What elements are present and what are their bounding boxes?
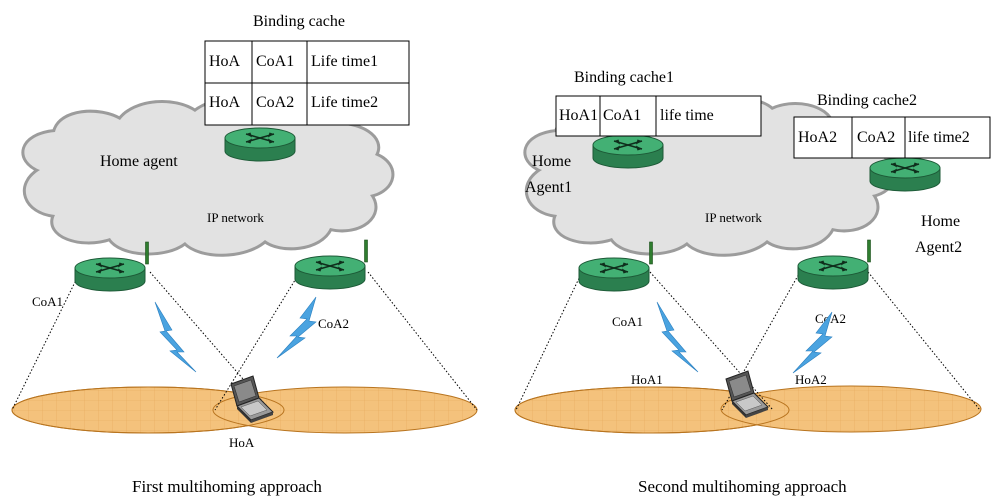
- table-cell: Life time2: [311, 94, 378, 111]
- antenna-icon: [364, 239, 368, 263]
- coverage-lines: [11, 271, 478, 411]
- table-cell: HoA1: [559, 107, 598, 124]
- table-cell: CoA2: [256, 94, 294, 111]
- lightning-icon: [154, 301, 197, 373]
- router-icon: [592, 134, 664, 169]
- home-agent1-label-line1: Home: [532, 153, 571, 170]
- table-cell: life time: [660, 107, 714, 124]
- coa2-label: CoA2: [815, 311, 846, 326]
- binding-cache1-title: Binding cache1: [574, 69, 674, 86]
- hoa2-label: HoA2: [795, 372, 827, 387]
- table-cell: HoA: [209, 94, 241, 111]
- binding-cache-title: Binding cache: [253, 13, 345, 30]
- router-icon: [578, 257, 650, 292]
- lightning-icon: [792, 311, 833, 374]
- second-approach-diagram: IP network Home Agent1 Home Agent2 Bindi…: [514, 69, 991, 496]
- antenna-icon: [145, 241, 149, 265]
- binding-cache1-table: [555, 95, 762, 137]
- lightning-icon: [276, 296, 317, 359]
- table-cell: CoA2: [857, 129, 895, 146]
- table-cell: CoA1: [256, 53, 294, 70]
- hoa-label: HoA: [229, 435, 255, 450]
- home-agent-label: Home agent: [100, 153, 178, 170]
- ip-network-label: IP network: [705, 210, 762, 225]
- router-icon: [797, 255, 869, 290]
- router-icon: [294, 255, 366, 290]
- coa2-label: CoA2: [318, 316, 349, 331]
- table-cell: HoA2: [798, 129, 837, 146]
- table-cell: CoA1: [603, 107, 641, 124]
- home-agent2-label-line1: Home: [921, 213, 960, 230]
- router-icon: [74, 257, 146, 292]
- table-cell: HoA: [209, 53, 241, 70]
- coa1-label: CoA1: [612, 314, 643, 329]
- router-icon: [224, 127, 296, 162]
- coa1-label: CoA1: [32, 294, 63, 309]
- antenna-icon: [867, 239, 871, 263]
- antenna-icon: [649, 241, 653, 265]
- caption-second: Second multihoming approach: [638, 477, 847, 496]
- lightning-icon: [656, 301, 699, 373]
- table-cell: life time2: [908, 129, 970, 146]
- hoa1-label: HoA1: [631, 372, 663, 387]
- binding-cache2-title: Binding cache2: [817, 92, 917, 109]
- home-agent2-label-line2: Agent2: [915, 239, 962, 256]
- coverage-cell-2: [720, 385, 982, 433]
- router-icon: [869, 157, 941, 192]
- table-cell: Life time1: [311, 53, 378, 70]
- ip-network-label: IP network: [207, 210, 264, 225]
- binding-cache2-table: [793, 116, 991, 159]
- home-agent1-label-line2: Agent1: [525, 179, 572, 196]
- caption-first: First multihoming approach: [132, 477, 322, 496]
- binding-cache-table: [204, 40, 410, 126]
- first-approach-diagram: IP network Home agent Binding cache HoA …: [11, 13, 478, 496]
